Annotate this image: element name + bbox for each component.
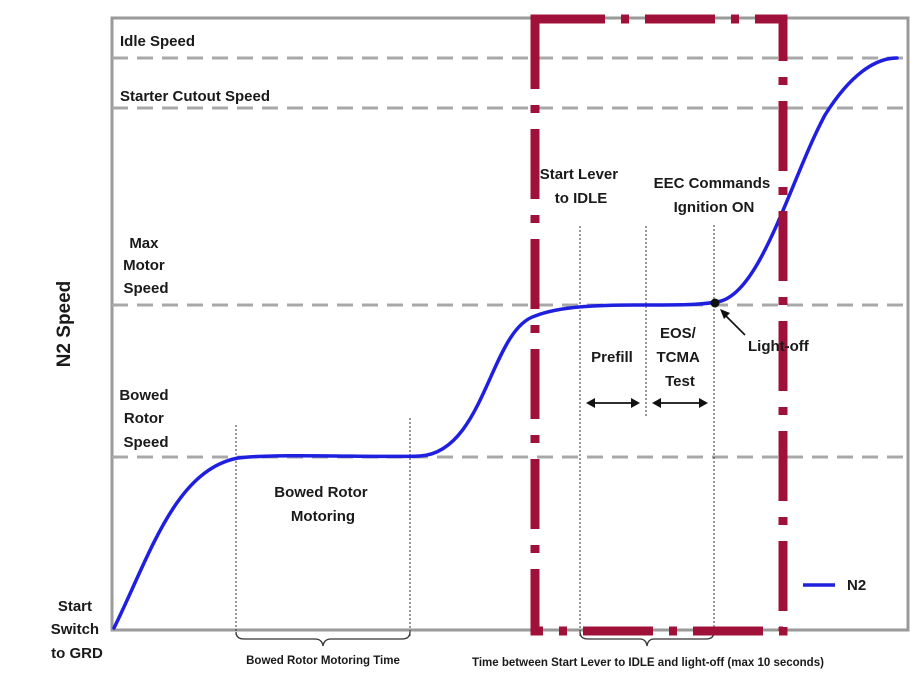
phase-lines (235, 225, 715, 636)
light-off-point (710, 298, 720, 308)
idle-speed-label: Idle Speed (120, 33, 195, 50)
n2-curve (112, 56, 899, 630)
highlight-box (530, 14, 788, 636)
start-switch-label: Start Switch to GRD (51, 598, 104, 662)
starter-cutout-label: Starter Cutout Speed (120, 88, 270, 105)
eos-double-arrow (652, 398, 708, 408)
light-off-arrow (723, 313, 746, 336)
motoring-time-brace (235, 631, 411, 647)
motoring-time-label: Bowed Rotor Motoring Time (246, 655, 400, 667)
legend: N2 (803, 577, 866, 594)
light-off-label: Light-off (748, 338, 810, 355)
time-between-brace (579, 631, 715, 647)
legend-n2-label: N2 (847, 577, 866, 594)
bowed-rotor-speed-label: Bowed Rotor Speed (119, 387, 172, 451)
start-lever-label: Start Lever to IDLE (540, 166, 623, 207)
speed-level-lines (112, 56, 908, 459)
max-motor-speed-label: Max Motor Speed (123, 235, 169, 297)
plot-frame (110, 16, 910, 632)
bowed-rotor-motoring-label: Bowed Rotor Motoring (274, 484, 372, 525)
time-between-label: Time between Start Lever to IDLE and lig… (472, 657, 824, 669)
eec-commands-label: EEC Commands Ignition ON (654, 175, 775, 216)
prefill-label: Prefill (591, 349, 633, 366)
prefill-double-arrow (586, 398, 640, 408)
y-axis-label: N2 Speed (54, 281, 75, 368)
eos-tcma-label: EOS/ TCMA Test (657, 325, 704, 390)
light-off-arrowhead (720, 309, 730, 319)
